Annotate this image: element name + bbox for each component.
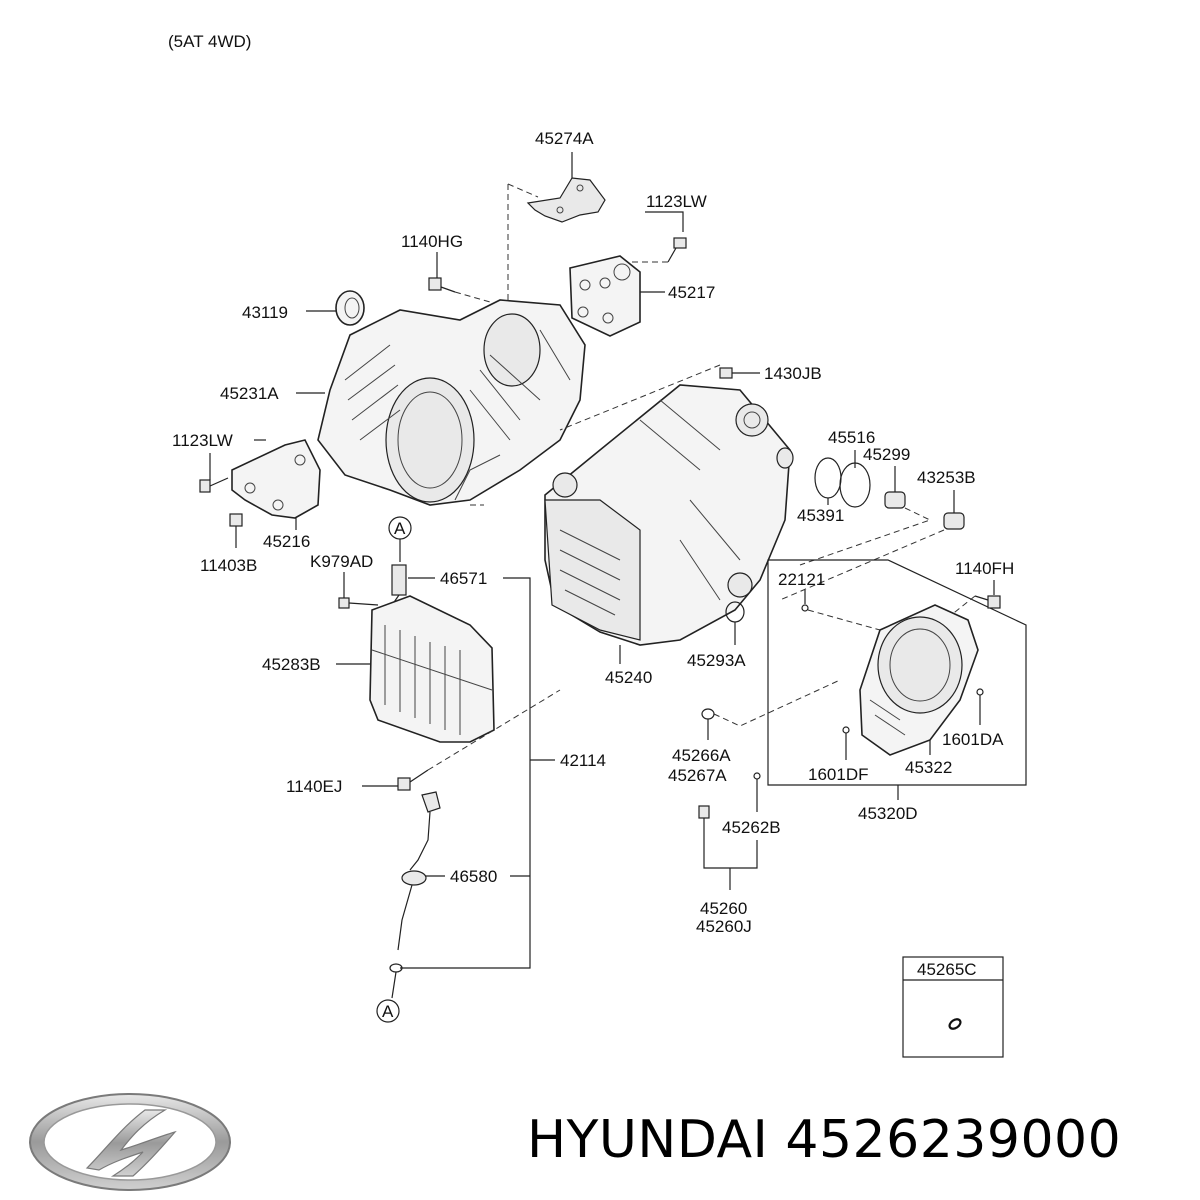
ref-a-bottom-label: A [382, 1002, 394, 1021]
o-ring-45391 [814, 457, 842, 499]
variant-label: (5AT 4WD) [168, 32, 251, 51]
label-45217: 45217 [668, 283, 715, 302]
label-45322: 45322 [905, 758, 952, 777]
dipstick-46580 [397, 791, 441, 951]
bracket-45217 [569, 255, 641, 337]
label-45516: 45516 [828, 428, 875, 447]
label-45265C: 45265C [917, 960, 977, 979]
label-1140FH: 1140FH [955, 559, 1014, 578]
label-45391: 45391 [797, 506, 844, 525]
bolt-1140EJ [397, 769, 429, 791]
o-ring-45265C [948, 1018, 962, 1030]
pin-1430JB [719, 367, 760, 379]
transaxle-housing-45231A [317, 299, 586, 506]
label-22121: 22121 [778, 570, 825, 589]
hyundai-logo-icon [29, 1093, 231, 1191]
label-1123LW-left: 1123LW [172, 431, 233, 450]
o-ring-45516 [839, 462, 871, 508]
label-11403B: 11403B [200, 556, 257, 575]
label-45274A: 45274A [535, 129, 594, 148]
label-45231A: 45231A [220, 384, 279, 403]
assembly-box-45320D [767, 559, 1027, 786]
ref-a-top-label: A [394, 519, 406, 538]
label-1123LW-top: 1123LW [646, 192, 707, 211]
part-number-caption: HYUNDAI 4526239000 [527, 1110, 1122, 1170]
label-1140EJ: 1140EJ [286, 777, 342, 796]
part-box-45265C [902, 956, 1004, 1058]
bolt-K979AD [338, 597, 379, 609]
rear-cover-45322 [859, 604, 979, 756]
label-42114: 42114 [560, 751, 606, 770]
label-K979AD: K979AD [310, 552, 373, 571]
label-1601DA: 1601DA [942, 730, 1004, 749]
label-45293A: 45293A [687, 651, 746, 670]
oil-seal-43119 [335, 290, 365, 326]
bolt-1123LW-left [199, 477, 229, 493]
bracket-45216 [231, 439, 321, 519]
ref-marker-a-bottom [376, 999, 400, 1023]
label-45262B: 45262B [722, 818, 781, 837]
label-45216: 45216 [263, 532, 310, 551]
label-43253B: 43253B [917, 468, 976, 487]
oil-pan-45283B [369, 595, 495, 743]
label-45299: 45299 [863, 445, 910, 464]
label-45260J: 45260J [696, 917, 752, 936]
label-45320D: 45320D [858, 804, 918, 823]
label-1601DF: 1601DF [808, 765, 868, 784]
label-1430JB: 1430JB [764, 364, 822, 383]
transmission-case-45240 [544, 384, 794, 646]
label-45283B: 45283B [262, 655, 321, 674]
bolt-1140FH [974, 595, 1001, 609]
bracket-45274A [526, 177, 606, 223]
bushing-45299 [884, 491, 906, 509]
bolt-1140HG [428, 277, 456, 293]
o-ring-45266A [701, 708, 715, 720]
drain-plug-45262B [698, 805, 710, 819]
bolt-1123LW-top [667, 237, 687, 263]
label-45266A: 45266A [672, 746, 731, 765]
bolt-11403B [229, 513, 243, 548]
label-45240: 45240 [605, 668, 652, 687]
label-45267A: 45267A [668, 766, 727, 785]
label-46571: 46571 [440, 569, 487, 588]
label-45260: 45260 [700, 899, 747, 918]
label-46580: 46580 [450, 867, 497, 886]
label-43119: 43119 [242, 303, 288, 322]
bushing-43253B [943, 512, 965, 530]
label-1140HG: 1140HG [401, 232, 463, 251]
